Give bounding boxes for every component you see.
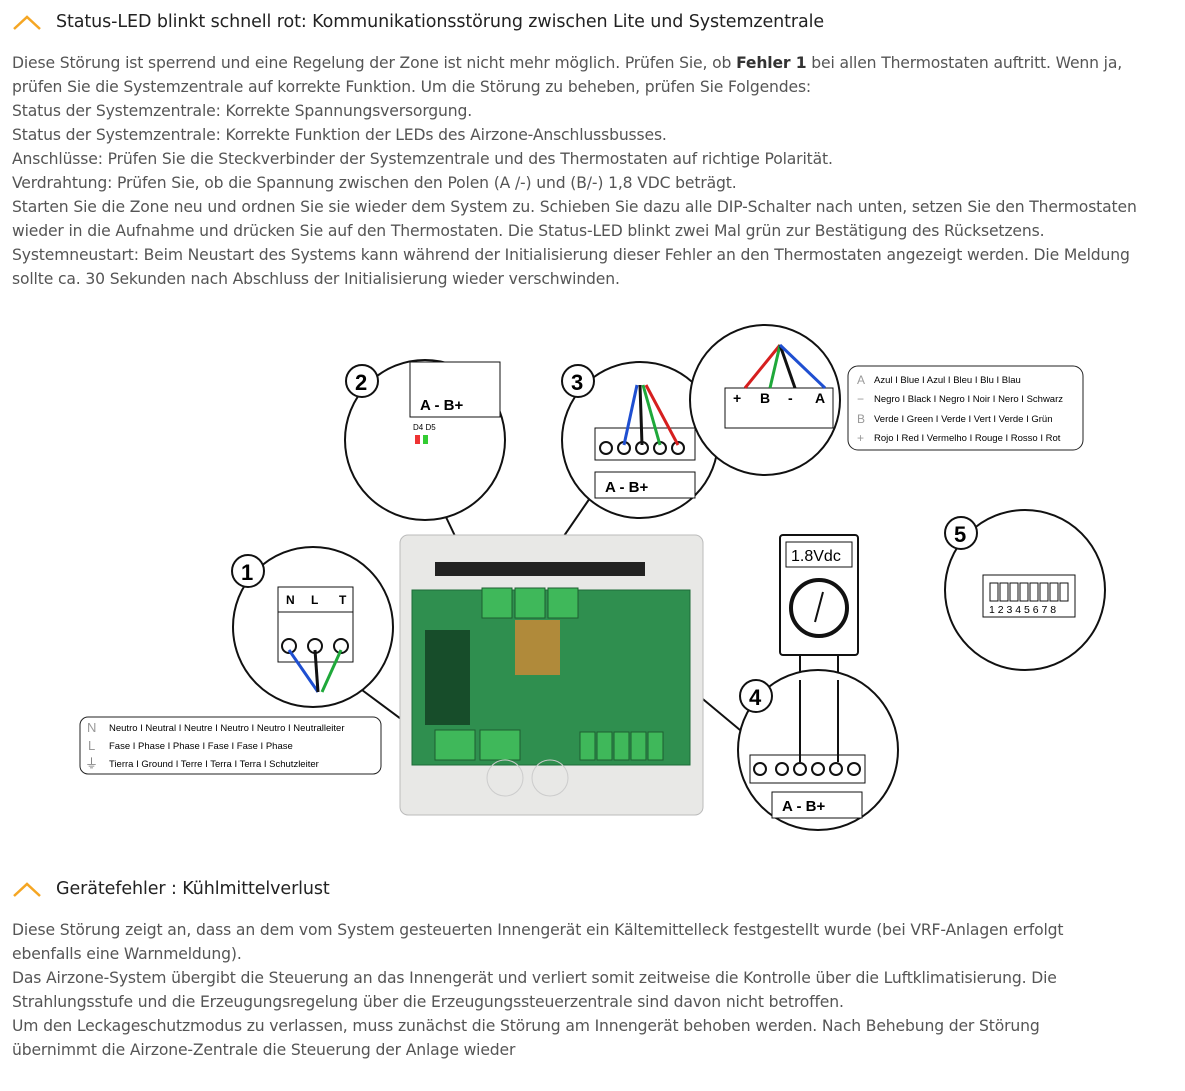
svg-text:Rojo I Red I Vermelho I Rouge: Rojo I Red I Vermelho I Rouge I Rosso I … xyxy=(874,433,1061,444)
text-line: Diese Störung ist sperrend und eine Rege… xyxy=(12,54,1123,72)
bus-label: A - B+ xyxy=(420,397,463,414)
callout-badges: 1 2 3 4 5 xyxy=(231,364,978,713)
detail-measurement: A - B+ xyxy=(737,669,899,831)
chevron-up-icon xyxy=(13,882,41,897)
text-line: Anschlüsse: Prüfen Sie die Steckverbinde… xyxy=(12,150,833,168)
text-line: Diese Störung zeigt an, dass an dem vom … xyxy=(12,921,1064,939)
svg-text:L: L xyxy=(88,738,95,753)
svg-text:+: + xyxy=(733,390,741,406)
svg-text:-: - xyxy=(788,390,793,406)
detail-led: A - B+ D4 D5 xyxy=(344,359,506,521)
control-unit xyxy=(399,534,704,816)
text-line: sollte ca. 30 Sekunden nach Abschluss de… xyxy=(12,270,620,288)
svg-text:B: B xyxy=(760,390,770,406)
svg-text:Azul I Blue I Azul I Bleu I Bl: Azul I Blue I Azul I Bleu I Blu I Blau xyxy=(874,375,1021,386)
text-line: Verdrahtung: Prüfen Sie, ob die Spannung… xyxy=(12,174,737,192)
text-line: Starten Sie die Zone neu und ordnen Sie … xyxy=(12,198,1137,216)
section-title: Gerätefehler : Kühlmittelverlust xyxy=(56,879,330,899)
label-l: L xyxy=(311,593,318,607)
label-n: N xyxy=(286,593,295,607)
dip-numbers: 1 2 3 4 5 6 7 8 xyxy=(989,604,1056,616)
detail-thermostat-wiring: + B - A xyxy=(689,324,841,476)
svg-text:A: A xyxy=(815,390,825,406)
detail-power-terminal: N L T xyxy=(232,546,394,708)
svg-text:Tierra I Ground I Terre I Terr: Tierra I Ground I Terre I Terra I Terra … xyxy=(109,759,319,770)
callout-2: 2 xyxy=(355,370,367,395)
section-body: Diese Störung ist sperrend und eine Rege… xyxy=(12,51,1177,291)
svg-text:B: B xyxy=(857,412,865,426)
svg-text:Verde I Green I Verde I Vert I: Verde I Green I Verde I Vert I Verde I G… xyxy=(874,414,1053,425)
bus-label: A - B+ xyxy=(605,479,648,496)
text-line: Status der Systemzentrale: Korrekte Funk… xyxy=(12,126,667,144)
text-line: ebenfalls eine Warnmeldung). xyxy=(12,945,242,963)
text-line: Strahlungsstufe und die Erzeugungsregelu… xyxy=(12,993,844,1011)
voltmeter: 1.8Vdc xyxy=(779,534,859,656)
voltage-readout: 1.8Vdc xyxy=(791,548,841,565)
section-body: Diese Störung zeigt an, dass an dem vom … xyxy=(12,918,1177,1062)
svg-text:⏚: ⏚ xyxy=(85,756,98,771)
text-line: Status der Systemzentrale: Korrekte Span… xyxy=(12,102,473,120)
chevron-up-icon xyxy=(13,15,41,30)
power-legend: N Neutro I Neutral I Neutre I Neutro I Ne… xyxy=(79,716,382,775)
callout-5: 5 xyxy=(954,522,966,547)
detail-bus-connector: A - B+ xyxy=(561,361,719,519)
svg-text:Negro I Black I Negro I Noir I: Negro I Black I Negro I Noir I Nero I Sc… xyxy=(874,394,1063,405)
text-line: Systemneustart: Beim Neustart des System… xyxy=(12,246,1130,264)
callout-3: 3 xyxy=(571,370,583,395)
callout-1: 1 xyxy=(241,560,253,585)
callout-4: 4 xyxy=(749,685,762,710)
svg-text:Fase I Phase I Phase I Fase I: Fase I Phase I Phase I Fase I Fase I Pha… xyxy=(109,741,293,752)
text-line: prüfen Sie die Systemzentrale auf korrek… xyxy=(12,78,812,96)
bus-label: A - B+ xyxy=(782,798,825,815)
text-line: übernimmt die Airzone-Zentrale die Steue… xyxy=(12,1041,516,1059)
svg-text:Neutro I Neutral I Neutre I N: Neutro I Neutral I Neutre I Neutro I Neu… xyxy=(109,723,345,734)
section-title: Status-LED blinkt schnell rot: Kommunika… xyxy=(56,12,825,32)
text-line: Um den Leckageschutzmodus zu verlassen, … xyxy=(12,1017,1040,1035)
svg-text:−: − xyxy=(857,392,864,406)
section-header-refrigerant[interactable]: Gerätefehler : Kühlmittelverlust xyxy=(12,879,330,899)
svg-text:N: N xyxy=(87,720,96,735)
detail-dip-switch: 1 2 3 4 5 6 7 8 xyxy=(944,509,1106,671)
led-label: D4 D5 xyxy=(413,423,436,432)
text-line: Das Airzone-System übergibt die Steuerun… xyxy=(12,969,1057,987)
svg-text:+: + xyxy=(857,431,864,445)
label-t: T xyxy=(339,593,347,607)
section-header-status-led[interactable]: Status-LED blinkt schnell rot: Kommunika… xyxy=(12,12,824,32)
text-line: wieder in die Aufnahme und drücken Sie a… xyxy=(12,222,1045,240)
svg-text:A: A xyxy=(857,373,865,387)
